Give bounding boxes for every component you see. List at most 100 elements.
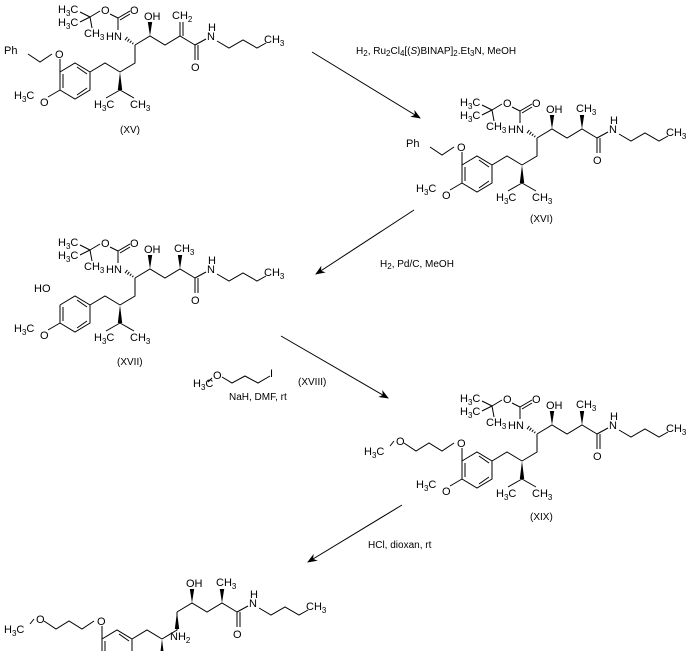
nh-label: HN: [106, 264, 122, 276]
methyl-label: CH3: [306, 601, 327, 615]
methyl-label: CH3: [486, 417, 507, 431]
oxygen-label: O: [503, 394, 512, 406]
hash-bond: [529, 131, 532, 135]
bond: [216, 272, 267, 282]
carbonyl-oxygen-label: O: [130, 238, 139, 250]
hash-bond: [529, 427, 532, 431]
carbonyl-oxygen-label: O: [130, 5, 139, 17]
methyl-label: H3C: [58, 4, 78, 18]
bond: [176, 602, 238, 613]
hash-bond: [124, 36, 128, 41]
wedge-bond: [147, 255, 153, 269]
methyl-label: H3C: [4, 624, 24, 638]
bond: [29, 618, 35, 625]
compound-label-xv: (XV): [120, 125, 140, 136]
bond: [491, 405, 495, 418]
methyl-label: H3C: [460, 110, 480, 124]
bond: [101, 629, 133, 651]
methyl-label: H3C: [94, 332, 114, 346]
bond: [521, 182, 537, 192]
bond: [89, 10, 101, 18]
bond: [449, 478, 463, 487]
methyl-label: CH3: [130, 332, 151, 346]
nitrogen-label: N: [609, 420, 617, 432]
bond: [109, 13, 119, 19]
bond: [134, 268, 196, 279]
nh-label: HN: [106, 31, 122, 43]
hash-bond: [533, 431, 536, 434]
methyl-label: H3C: [58, 250, 78, 264]
bond: [491, 103, 503, 111]
bond: [119, 246, 131, 254]
bond: [478, 180, 490, 189]
carbonyl-oxygen-label: O: [191, 295, 200, 307]
bond: [461, 451, 493, 489]
bond: [119, 322, 135, 332]
methyl-label: CH3: [532, 488, 553, 502]
reagent-label-xviii: (XVIII): [298, 377, 326, 388]
bond: [59, 295, 91, 333]
hydroxy-label: OH: [144, 11, 161, 23]
oxygen-label: O: [503, 98, 512, 110]
bond: [236, 605, 249, 613]
conditions-step4: HCl, dioxan, rt: [368, 540, 432, 551]
hash-bond: [127, 271, 130, 275]
bond: [258, 606, 309, 616]
bond: [481, 109, 493, 116]
methyl-label: H3C: [416, 479, 436, 493]
reagent-xviii-structure: H3C O I: [193, 368, 273, 392]
bond: [521, 106, 533, 114]
methyl-label: H3C: [58, 17, 78, 31]
bond: [119, 278, 136, 306]
methyl-label: CH3: [532, 192, 553, 206]
bond: [521, 478, 537, 488]
bond: [511, 402, 521, 408]
wedge-bond: [189, 589, 195, 603]
wedge-bond: [549, 411, 555, 425]
amine-label: NH2: [170, 631, 191, 645]
carbonyl-oxygen-label: O: [532, 98, 541, 110]
bond: [76, 66, 88, 75]
hash-bond: [131, 275, 134, 278]
bond: [59, 62, 91, 100]
reaction-arrow-1: [311, 51, 421, 119]
bond: [89, 16, 93, 29]
bond: [507, 478, 523, 488]
methyl-label: CH3: [264, 267, 285, 281]
bond: [76, 320, 88, 329]
bond: [478, 476, 490, 485]
oxygen-label: O: [442, 486, 451, 498]
wedge-bond: [519, 165, 525, 183]
oxygen-label: O: [101, 238, 110, 250]
bond: [403, 442, 455, 452]
hash-bond: [129, 40, 132, 44]
methyl-label: CH3: [264, 34, 285, 48]
compound-label-xix: (XIX): [530, 512, 553, 523]
wedge-bond: [519, 461, 525, 479]
methyl-label: H3C: [460, 97, 480, 111]
bond: [449, 182, 463, 191]
bond: [79, 249, 91, 256]
bond: [43, 620, 95, 630]
hydrogen-label: H: [250, 589, 258, 601]
oxygen-label: O: [40, 330, 49, 342]
bond: [109, 246, 119, 252]
carbonyl-oxygen-label: O: [593, 451, 602, 463]
bond: [519, 399, 533, 408]
conditions-step1: H2, Ru2Cl4[(S)BINAP]2.Et3N, MeOH: [356, 46, 516, 58]
methyl-label: CH3: [84, 261, 105, 275]
reaction-arrow-2: [315, 209, 415, 275]
wedge-bond: [177, 255, 183, 269]
bond: [519, 103, 533, 112]
bond: [618, 132, 669, 142]
nitrogen-label: N: [609, 124, 617, 136]
bond: [596, 427, 609, 435]
bond: [119, 13, 131, 21]
oxygen-label: O: [396, 436, 405, 448]
bond: [618, 428, 669, 438]
bond: [47, 322, 61, 331]
bond: [491, 451, 523, 462]
bond: [76, 87, 88, 96]
